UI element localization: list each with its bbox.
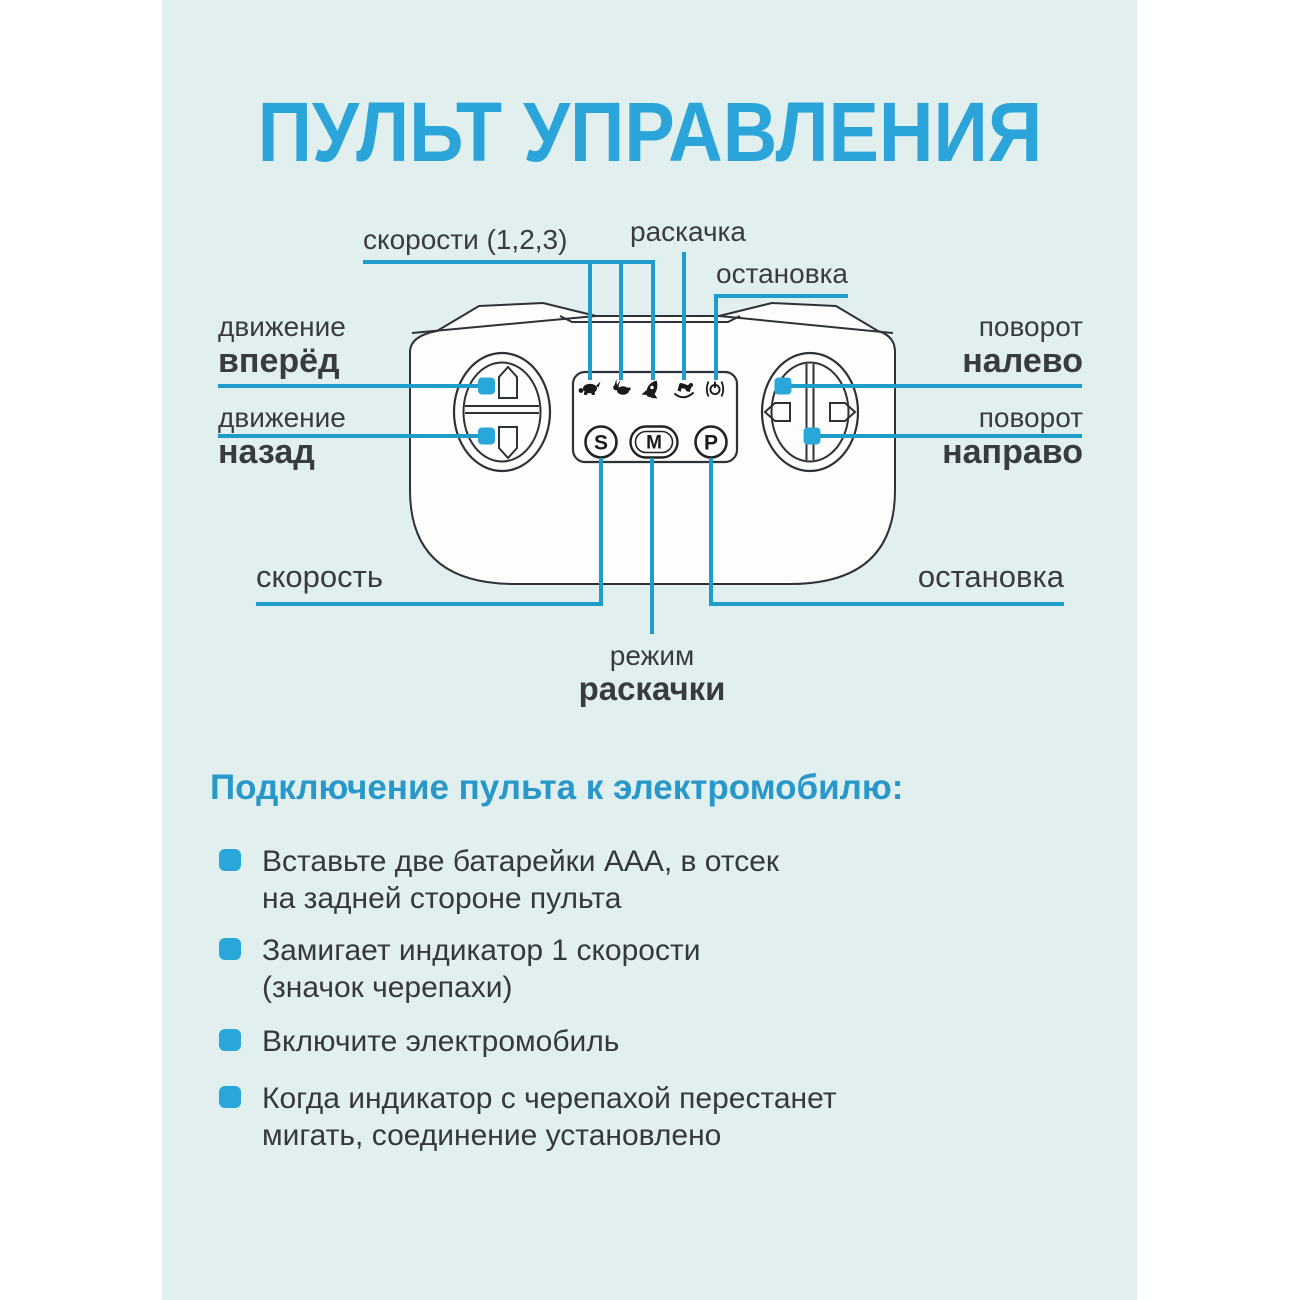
content-panel [162,0,1137,1300]
speed-indicators [578,379,725,399]
turn-right-label-line1: поворот [978,402,1083,433]
forward-arrow-icon [498,365,518,399]
right-dpad-inner-ring [770,361,850,463]
turn-right-label-line2: направо [942,433,1083,472]
callout-markers [478,377,821,445]
p-button [694,425,728,459]
turn-left-marker [774,377,792,395]
left-dpad [452,351,552,473]
right-turn-arrow-icon [829,402,857,422]
stop-top-label: остановка [716,258,849,289]
function-buttons [584,425,728,459]
bullet-square-icon [219,938,241,960]
page-title-text: ПУЛЬТ УПРАВЛЕНИЯ [257,85,1043,179]
turtle-icon [578,381,601,395]
turn-left-label-line2: налево [962,342,1083,381]
bullet-line: Вставьте две батарейки ААА, в отсек [262,845,780,878]
stop-bottom-label: остановка [917,559,1064,594]
forward-label-line2: вперёд [218,342,340,381]
bullet-line: Замигает индикатор 1 скорости [262,934,701,967]
mode-label-line1: режим [609,640,695,671]
turn-left-label: поворот налево [962,311,1083,380]
callout-lines [218,252,1082,634]
bullet-text: Замигает индикатор 1 скорости (значок че… [262,932,700,1006]
power-icon [705,381,725,397]
speeds-label: скорости (1,2,3) [363,224,568,255]
speed-label: скорость [256,559,383,594]
m-button [629,425,679,459]
m-button-inner-ring [634,430,674,454]
turn-right-marker [803,427,821,445]
mode-label: режим раскачки [579,640,726,708]
page-title: ПУЛЬТ УПРАВЛЕНИЯ [0,84,1300,181]
backward-label-line1: движение [218,402,346,433]
bullet-text: Когда индикатор с черепахой перестанет м… [262,1080,837,1154]
rocking-horse-icon [674,382,694,399]
bullet-square-icon [219,1086,241,1108]
backward-marker [478,427,495,445]
s-button [584,425,618,459]
left-turn-arrow-icon [763,402,791,422]
section-heading: Подключение пульта к электромобилю: [210,768,904,807]
list-item: Вставьте две батарейки ААА, в отсек на з… [219,843,779,917]
forward-label-line1: движение [218,311,346,342]
bullet-line: (значок черепахи) [262,971,513,1004]
rocking-label: раскачка [630,216,746,247]
rocket-icon [641,380,658,399]
backward-label-line2: назад [218,433,315,472]
forward-label: движение вперёд [218,311,346,380]
list-item: Включите электромобиль [219,1023,619,1060]
turn-right-label: поворот направо [942,402,1083,471]
s-button-label: S [594,432,608,455]
bullet-text: Включите электромобиль [262,1023,619,1060]
bullet-line: мигать, соединение установлено [262,1119,722,1152]
mode-label-line2: раскачки [578,670,726,708]
bullet-line: Когда индикатор с черепахой перестанет [262,1082,837,1115]
remote-body-top-seam-right [718,315,894,334]
bullet-square-icon [219,1029,241,1051]
function-button-labels: S M P [594,432,718,455]
remote-body-top-notch [559,315,741,323]
right-dpad [760,351,860,473]
p-button-label: P [704,432,718,455]
forward-marker [478,377,495,395]
backward-arrow-icon [498,426,518,460]
list-item: Замигает индикатор 1 скорости (значок че… [219,932,700,1006]
bullet-line: на задней стороне пульта [262,882,622,915]
list-item: Когда индикатор с черепахой перестанет м… [219,1080,837,1154]
bullet-text: Вставьте две батарейки ААА, в отсек на з… [262,843,779,917]
m-button-label: M [646,433,662,454]
bullet-line: Включите электромобиль [262,1025,620,1058]
turn-left-label-line1: поворот [978,311,1083,342]
rabbit-icon [613,379,631,395]
backward-label: движение назад [218,402,346,471]
bullet-square-icon [219,849,241,871]
